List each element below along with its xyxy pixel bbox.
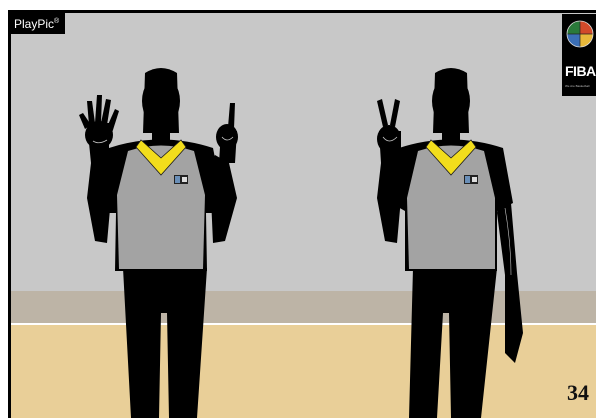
fiba-logo: FIBA We Are Basketball	[562, 14, 596, 96]
fiba-tagline: We Are Basketball	[565, 84, 589, 88]
fiba-wordmark: FIBA	[565, 63, 596, 79]
illustration	[11, 13, 596, 418]
brand-label: PlayPic®	[11, 13, 65, 34]
registered-mark: ®	[54, 18, 59, 25]
signal-number: 34	[567, 380, 589, 406]
referee-signal-illustration	[11, 13, 596, 418]
basketball-globe-icon	[566, 20, 594, 48]
brand-name: PlayPic	[14, 17, 54, 31]
